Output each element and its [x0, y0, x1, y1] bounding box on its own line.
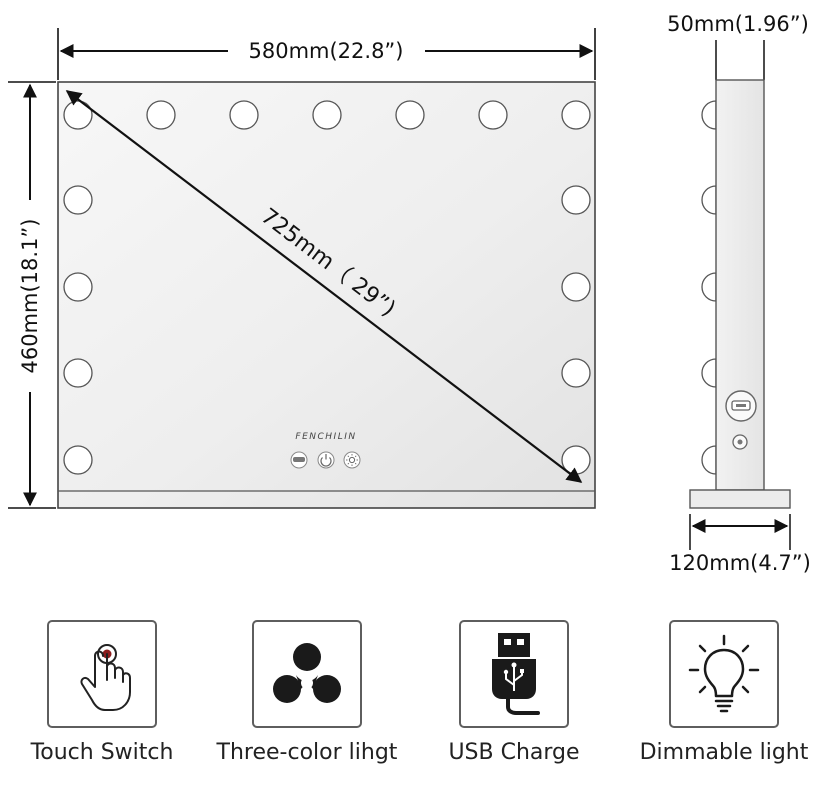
control-buttons: [290, 451, 361, 469]
side-power-button[interactable]: [732, 434, 748, 450]
width-dimension-label: 580mm(22.8”): [248, 39, 403, 63]
bulb: [229, 100, 259, 130]
side-bulb-group: [701, 100, 717, 475]
bulb: [63, 272, 93, 302]
power-touch-button[interactable]: [317, 451, 335, 469]
feature-list: Touch Switch Three-color lihgt: [0, 620, 828, 800]
bulb: [146, 100, 176, 130]
bulb: [561, 272, 591, 302]
bulb: [478, 100, 508, 130]
bulb: [63, 185, 93, 215]
feature-usb-charge: USB Charge: [414, 620, 614, 765]
side-bulb: [701, 358, 717, 388]
bulb: [312, 100, 342, 130]
usb-port[interactable]: [725, 390, 757, 422]
feature-three-color: Three-color lihgt: [207, 620, 407, 765]
usb-icon: [459, 620, 569, 728]
bulb: [63, 358, 93, 388]
bulb: [561, 100, 591, 130]
side-bulb: [701, 445, 717, 475]
side-bulb: [701, 100, 717, 130]
mirror-side-view: 50mm(1.96”) 120mm(4.7”): [667, 12, 811, 575]
depth-dimension-label: 50mm(1.96”): [667, 12, 809, 36]
brand-logo: FENCHILIN: [295, 432, 356, 442]
feature-touch-switch: Touch Switch: [2, 620, 202, 765]
side-bulb: [701, 185, 717, 215]
bulb: [561, 185, 591, 215]
feature-dimmable-light: Dimmable light: [624, 620, 824, 765]
side-stand-base: [689, 489, 791, 509]
mirror-dimension-diagram: FENCHILIN: [8, 12, 811, 575]
feature-label: USB Charge: [448, 740, 580, 765]
side-bulb: [701, 272, 717, 302]
feature-label: Dimmable light: [639, 740, 809, 765]
feature-label: Touch Switch: [30, 740, 174, 765]
width-dimension: 580mm(22.8”): [57, 28, 596, 80]
base-dimension-label: 120mm(4.7”): [669, 551, 811, 575]
bulb: [63, 100, 93, 130]
height-dimension: 460mm(18.1”): [8, 81, 56, 509]
bulb: [395, 100, 425, 130]
three-color-icon: [252, 620, 362, 728]
height-dimension-label: 460mm(18.1”): [18, 218, 42, 373]
dimmer-touch-button[interactable]: [290, 451, 308, 469]
diagonal-dimension-line: [65, 90, 583, 483]
brightness-touch-button[interactable]: [343, 451, 361, 469]
side-frame: [715, 79, 765, 491]
bulb-icon: [669, 620, 779, 728]
touch-icon: [47, 620, 157, 728]
feature-label: Three-color lihgt: [216, 740, 398, 765]
bulb: [63, 445, 93, 475]
bulb: [561, 358, 591, 388]
mirror-front-view: FENCHILIN: [57, 81, 596, 509]
